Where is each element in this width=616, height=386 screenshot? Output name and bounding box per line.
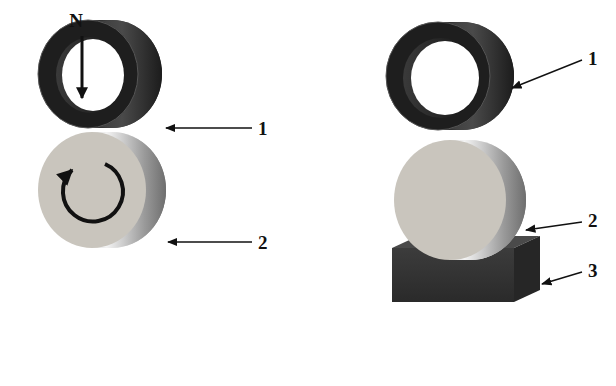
- leader-line: [526, 222, 582, 230]
- force-arrow: [81, 36, 84, 98]
- force-label: N: [69, 11, 83, 30]
- ring-right: [386, 22, 514, 130]
- callout-number: 1: [258, 119, 268, 138]
- leader-line: [512, 60, 582, 88]
- callout-number: 2: [258, 233, 268, 252]
- disc-left: [38, 132, 166, 248]
- callout-number: 2: [588, 211, 598, 230]
- leader-line: [168, 241, 252, 243]
- leader-line: [166, 127, 252, 129]
- disc-right: [394, 140, 526, 260]
- callout-number: 3: [588, 261, 598, 280]
- callout-number: 1: [588, 49, 598, 68]
- ring-left: [38, 20, 162, 128]
- leader-line: [542, 272, 582, 284]
